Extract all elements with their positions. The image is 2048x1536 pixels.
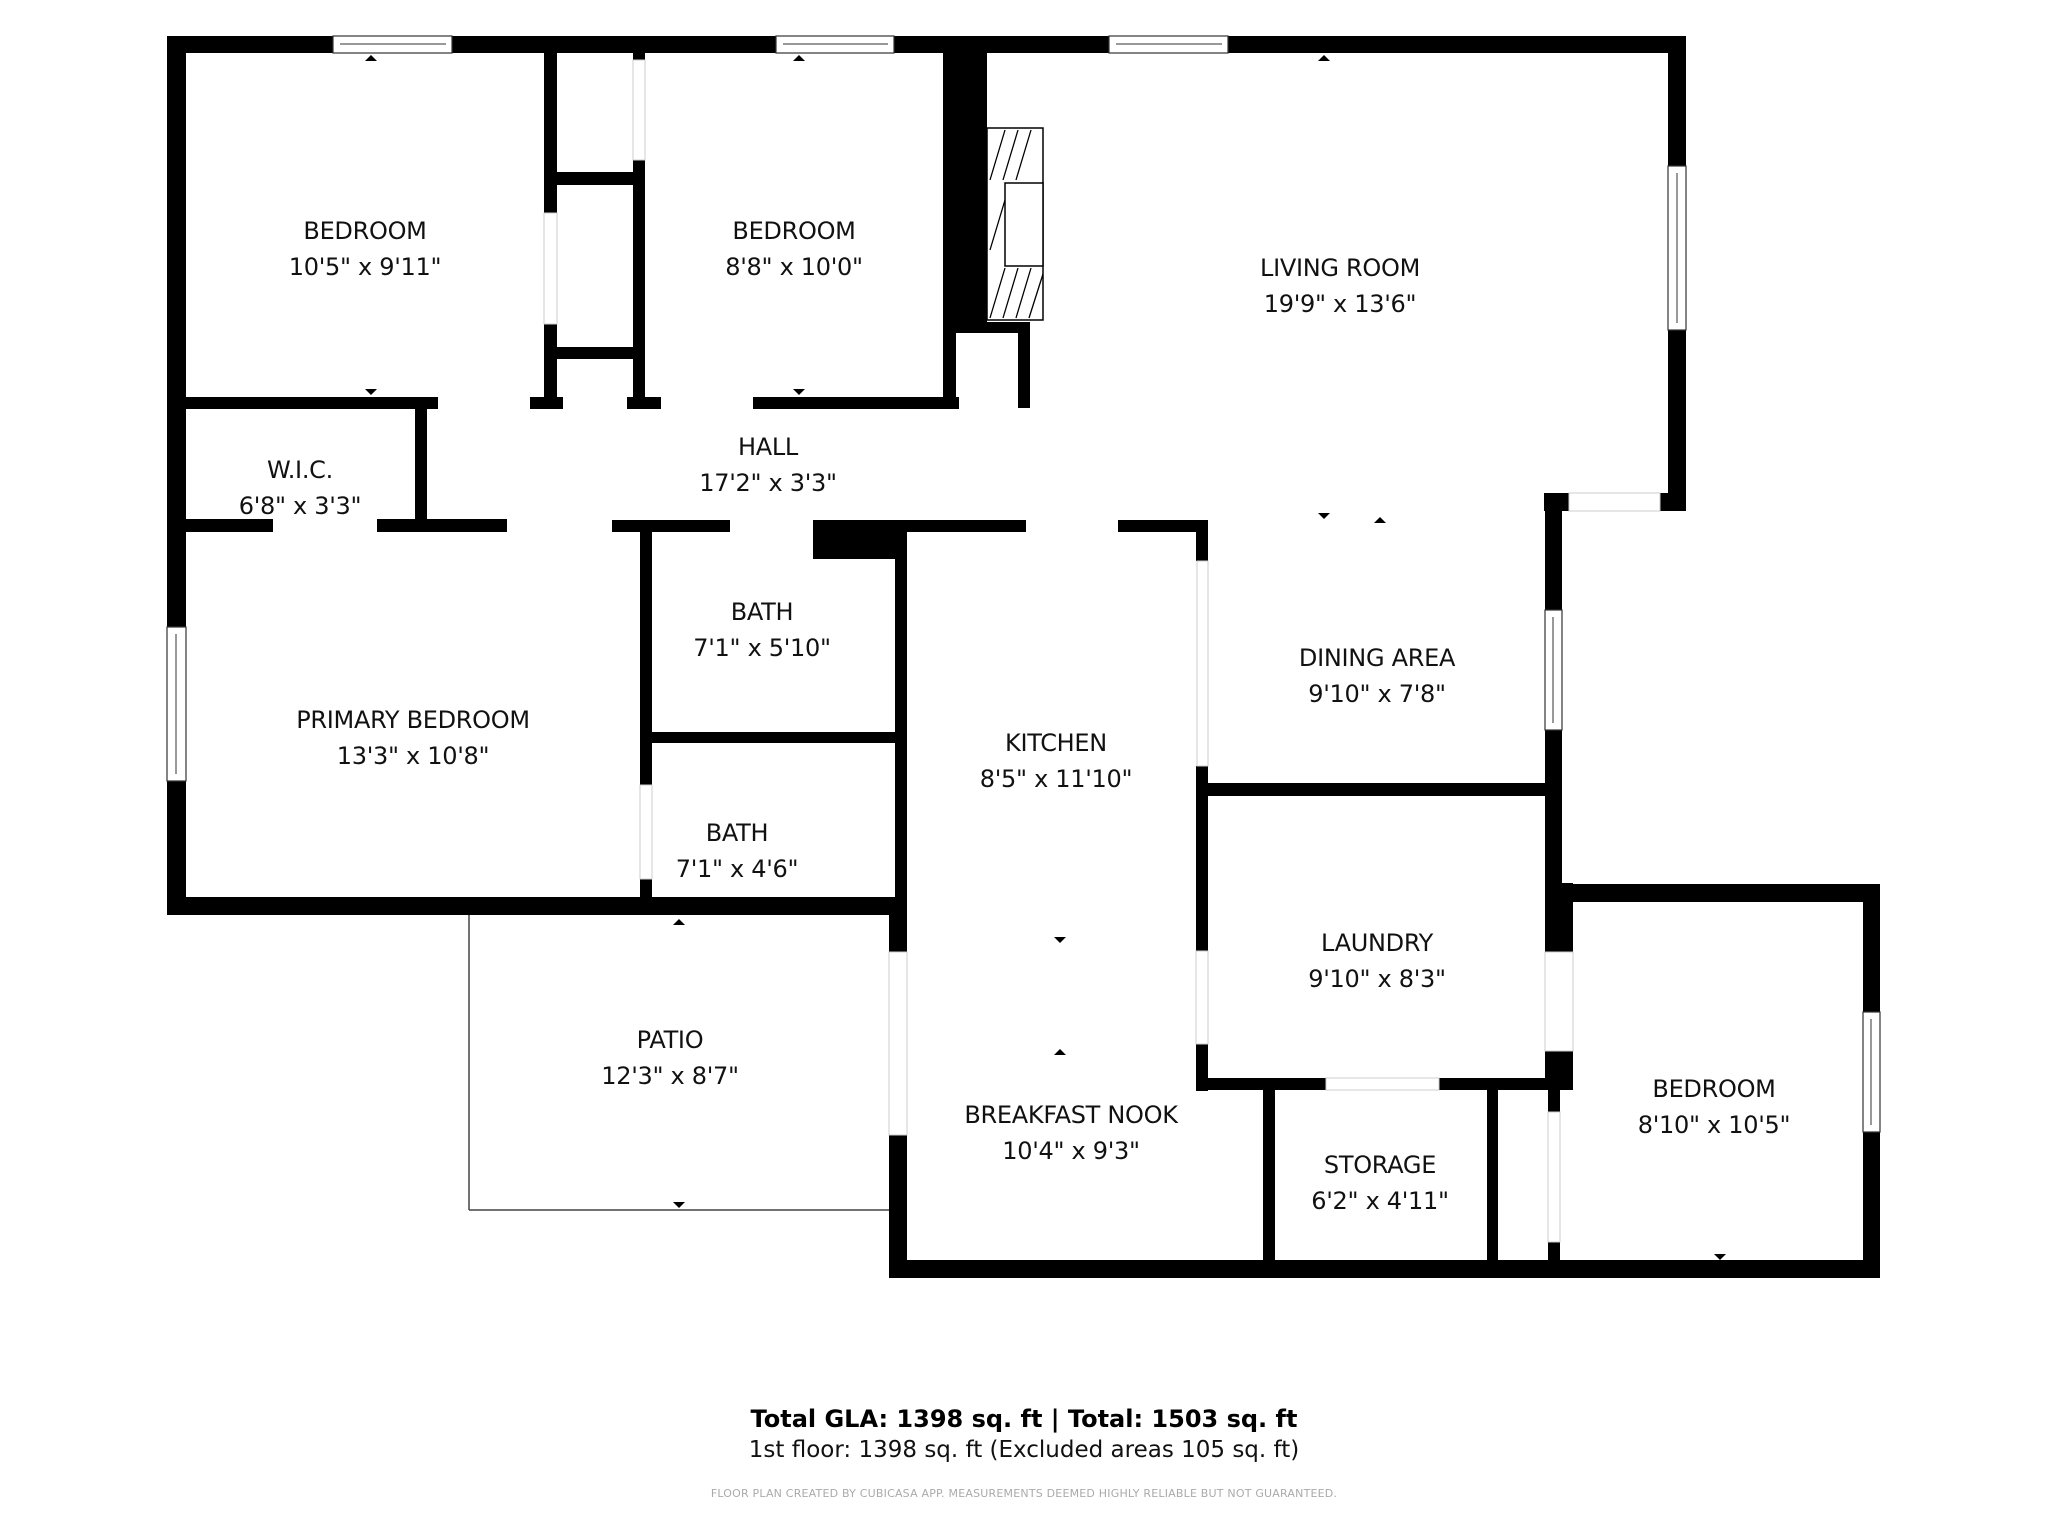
room-dimensions: 8'8" x 10'0" [725, 253, 863, 281]
room-name: PRIMARY BEDROOM [296, 706, 530, 734]
room-label-storage: STORAGE 6'2" x 4'11" [1311, 1147, 1449, 1219]
room-label-living-room: LIVING ROOM 19'9" x 13'6" [1260, 250, 1420, 322]
room-dimensions: 17'2" x 3'3" [699, 469, 837, 497]
room-name: LAUNDRY [1320, 929, 1434, 957]
room-dimensions: 9'10" x 8'3" [1308, 965, 1446, 993]
room-label-bedroom-1: BEDROOM 10'5" x 9'11" [288, 213, 442, 285]
room-label-bath-2: BATH 7'1" x 4'6" [676, 815, 799, 887]
room-label-hall: HALL 17'2" x 3'3" [699, 429, 837, 501]
room-label-bath-1: BATH 7'1" x 5'10" [693, 594, 831, 666]
room-dimensions: 8'10" x 10'5" [1637, 1111, 1791, 1139]
room-dimensions: 10'4" x 9'3" [1002, 1137, 1140, 1165]
room-dimensions: 10'5" x 9'11" [288, 253, 442, 281]
room-label-wic: W.I.C. 6'8" x 3'3" [239, 452, 362, 524]
room-dimensions: 6'2" x 4'11" [1311, 1187, 1449, 1215]
room-dimensions: 9'10" x 7'8" [1308, 680, 1446, 708]
room-name: BREAKFAST NOOK [964, 1101, 1178, 1129]
room-dimensions: 7'1" x 5'10" [693, 634, 831, 662]
room-label-breakfast-nook: BREAKFAST NOOK 10'4" x 9'3" [964, 1097, 1178, 1169]
room-dimensions: 13'3" x 10'8" [336, 742, 490, 770]
room-label-laundry: LAUNDRY 9'10" x 8'3" [1308, 925, 1446, 997]
floor-area-summary: 1st floor: 1398 sq. ft (Excluded areas 1… [748, 1437, 1300, 1463]
room-name: PATIO [636, 1026, 704, 1054]
room-label-patio: PATIO 12'3" x 8'7" [601, 1022, 739, 1094]
total-area-summary: Total GLA: 1398 sq. ft | Total: 1503 sq.… [750, 1405, 1298, 1433]
room-name: STORAGE [1323, 1151, 1437, 1179]
room-dimensions: 6'8" x 3'3" [238, 492, 362, 520]
room-label-bedroom-3: BEDROOM 8'10" x 10'5" [1637, 1071, 1791, 1143]
patio-outline [468, 915, 889, 1211]
room-name: BEDROOM [303, 217, 427, 245]
dimension-markers [365, 55, 1726, 1260]
disclaimer: FLOOR PLAN CREATED BY CUBICASA APP. MEAS… [710, 1487, 1338, 1500]
room-label-dining-area: DINING AREA 9'10" x 7'8" [1299, 640, 1455, 712]
room-dimensions: 12'3" x 8'7" [601, 1062, 739, 1090]
room-dimensions: 7'1" x 4'6" [675, 855, 799, 883]
room-name: W.I.C. [267, 456, 333, 484]
room-name: BATH [705, 819, 769, 847]
room-name: BEDROOM [1652, 1075, 1776, 1103]
fireplace-icon [986, 127, 1044, 321]
room-label-primary-bedroom: PRIMARY BEDROOM 13'3" x 10'8" [296, 702, 530, 774]
room-dimensions: 8'5" x 11'10" [979, 765, 1133, 793]
room-name: HALL [737, 433, 799, 461]
room-name: BATH [730, 598, 794, 626]
room-dimensions: 19'9" x 13'6" [1263, 290, 1417, 318]
room-name: BEDROOM [732, 217, 856, 245]
windows [166, 35, 1881, 1243]
room-name: LIVING ROOM [1260, 254, 1420, 282]
room-name: DINING AREA [1298, 644, 1456, 672]
room-label-kitchen: KITCHEN 8'5" x 11'10" [979, 725, 1133, 797]
room-label-bedroom-2: BEDROOM 8'8" x 10'0" [725, 213, 863, 285]
room-name: KITCHEN [1005, 729, 1107, 757]
